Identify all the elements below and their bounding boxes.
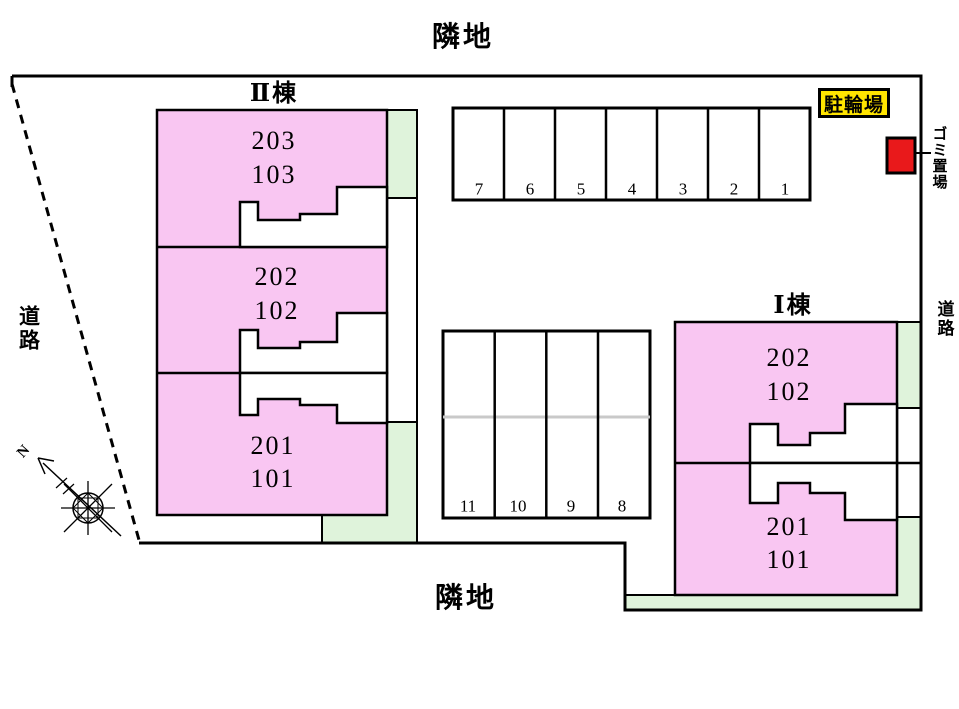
bicycle-parking-label: 駐輪場 — [823, 94, 884, 116]
stall-number: 4 — [627, 179, 637, 199]
stall-number: 3 — [678, 179, 688, 199]
unit-number: 103 — [251, 160, 297, 189]
unit-number: 101 — [250, 464, 296, 493]
garbage-box — [885, 136, 917, 175]
stall-number: 1 — [780, 179, 790, 199]
parking-row-top-outline — [451, 106, 812, 202]
stall-number: 8 — [617, 496, 627, 516]
lawn-strip-bldg2-top — [386, 109, 418, 199]
stall-number: 10 — [509, 496, 527, 516]
garbage-area-label: ゴミ置場 — [930, 126, 947, 190]
unit-number: 102 — [254, 296, 300, 325]
building-1-entrance-201 — [748, 461, 899, 522]
unit-number: 102 — [766, 377, 812, 406]
compass-rose — [37, 457, 122, 537]
stall-number: 9 — [566, 496, 576, 516]
road-label-right: 道路 — [934, 300, 954, 338]
stair-strip-bldg2 — [386, 197, 418, 423]
parking-row-top — [451, 106, 812, 202]
stall-number: 5 — [576, 179, 586, 199]
stall-number: 7 — [474, 179, 484, 199]
compass-spoke-nesw — [63, 483, 113, 533]
bicycle-parking-sign: 駐輪場 — [818, 88, 890, 118]
compass-inner-square — [77, 497, 99, 519]
road-label-left: 道路 — [16, 305, 41, 353]
parking-block-middle — [441, 329, 652, 520]
unit-number: 203 — [251, 126, 297, 155]
building-2-name: Ⅱ棟 — [249, 81, 299, 107]
unit-number: 201 — [766, 512, 812, 541]
site-boundary — [12, 74, 923, 612]
building-2-entrance-201 — [238, 371, 389, 425]
lawn-strip-bldg1-top — [896, 321, 922, 409]
stall-number: 11 — [459, 496, 477, 516]
unit-number: 201 — [250, 431, 296, 460]
compass-arrowhead — [37, 457, 55, 475]
unit-number: 202 — [766, 343, 812, 372]
building-1-name: Ⅰ棟 — [773, 293, 813, 319]
adjacent-land-label-bottom: 隣地 — [434, 583, 498, 614]
stall-number: 6 — [525, 179, 535, 199]
unit-number: 202 — [254, 262, 300, 291]
adjacent-land-label-top: 隣地 — [431, 22, 495, 53]
unit-number: 101 — [766, 545, 812, 574]
stall-number: 2 — [729, 179, 739, 199]
building-2-entrance-203 — [238, 185, 389, 249]
